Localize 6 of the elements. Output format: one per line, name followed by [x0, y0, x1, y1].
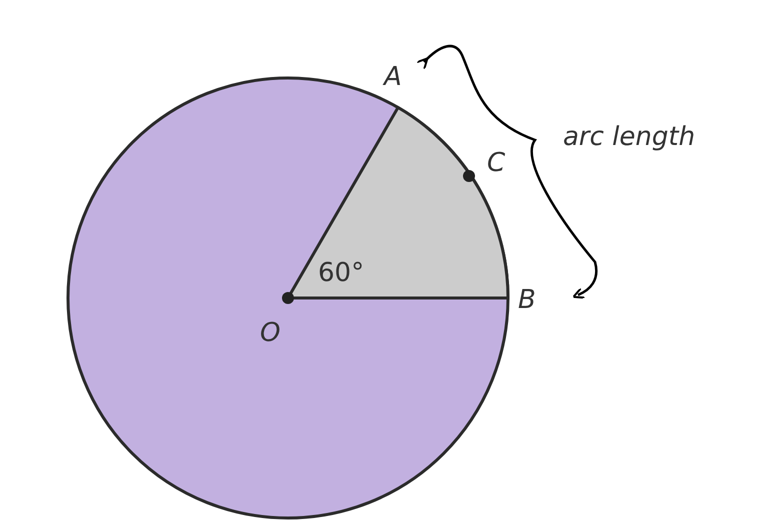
dimension-label: arc length — [563, 124, 696, 150]
point-label: B — [518, 287, 536, 313]
point-label: C — [487, 150, 506, 176]
angle-label: 60° — [318, 260, 364, 286]
point-label: O — [260, 320, 280, 346]
point-label: A — [384, 64, 402, 90]
